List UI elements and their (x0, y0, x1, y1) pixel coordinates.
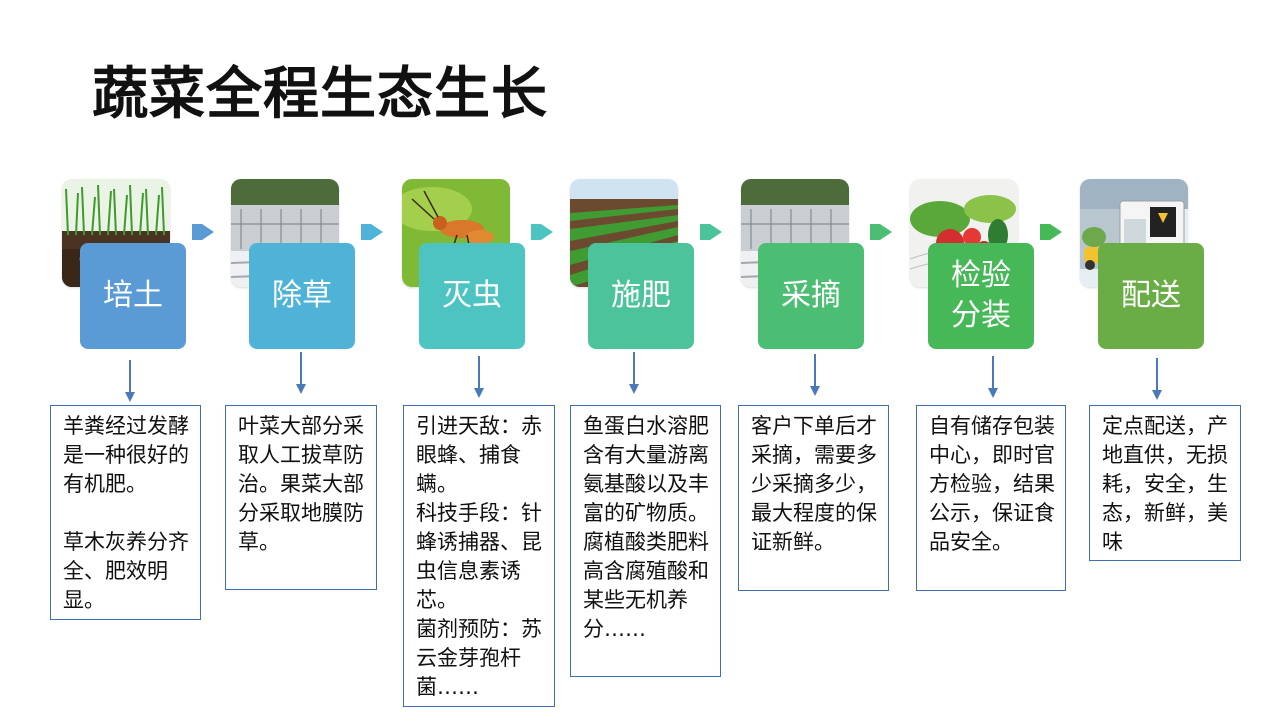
step-label: 采摘 (781, 278, 841, 313)
step-harvest: 采摘 (758, 243, 864, 349)
chevron-right-icon (700, 224, 722, 240)
arrow-down-icon (1152, 358, 1162, 400)
step-soil: 培土 (80, 243, 186, 349)
desc-soil: 羊粪经过发酵是一种很好的有机肥。 草木灰养分齐全、肥效明显。 (50, 405, 201, 620)
step-pest-control: 灭虫 (419, 243, 525, 349)
chevron-right-icon (361, 224, 383, 240)
arrow-down-icon (629, 352, 639, 394)
step-weeding: 除草 (249, 243, 355, 349)
step-fertilize: 施肥 (588, 243, 694, 349)
arrow-down-icon (810, 354, 820, 396)
step-label: 除草 (272, 278, 332, 313)
desc-fertilize: 鱼蛋白水溶肥含有大量游离氨基酸以及丰富的矿物质。腐植酸类肥料高含腐殖酸和某些无机… (570, 405, 721, 677)
arrow-down-icon (125, 360, 135, 402)
chevron-right-icon (531, 224, 553, 240)
chevron-right-icon (870, 224, 892, 240)
desc-weeding: 叶菜大部分采取人工拔草防治。果菜大部分采取地膜防草。 (225, 405, 377, 590)
desc-harvest: 客户下单后才采摘，需要多少采摘多少，最大程度的保证新鲜。 (738, 405, 889, 591)
step-label: 灭虫 (442, 278, 502, 313)
step-inspect-pack: 检验分装 (928, 243, 1034, 349)
desc-delivery: 定点配送，产地直供，无损耗，安全，生态，新鲜，美味 (1089, 405, 1241, 561)
desc-inspect-pack: 自有储存包装中心，即时官方检验，结果公示，保证食品安全。 (916, 405, 1066, 591)
step-label: 培土 (103, 278, 163, 313)
arrow-down-icon (474, 356, 484, 398)
desc-pest-control: 引进天敌：赤眼蜂、捕食螨。 科技手段：针蜂诱捕器、昆虫信息素诱芯。 菌剂预防：苏… (403, 405, 555, 707)
arrow-down-icon (296, 352, 306, 394)
step-label: 配送 (1121, 278, 1181, 313)
step-label: 施肥 (611, 278, 671, 313)
page-title: 蔬菜全程生态生长 (92, 61, 548, 127)
arrow-down-icon (988, 356, 998, 398)
chevron-right-icon (1040, 224, 1062, 240)
chevron-right-icon (192, 224, 214, 240)
step-delivery: 配送 (1098, 243, 1204, 349)
step-label: 检验分装 (951, 258, 1011, 333)
